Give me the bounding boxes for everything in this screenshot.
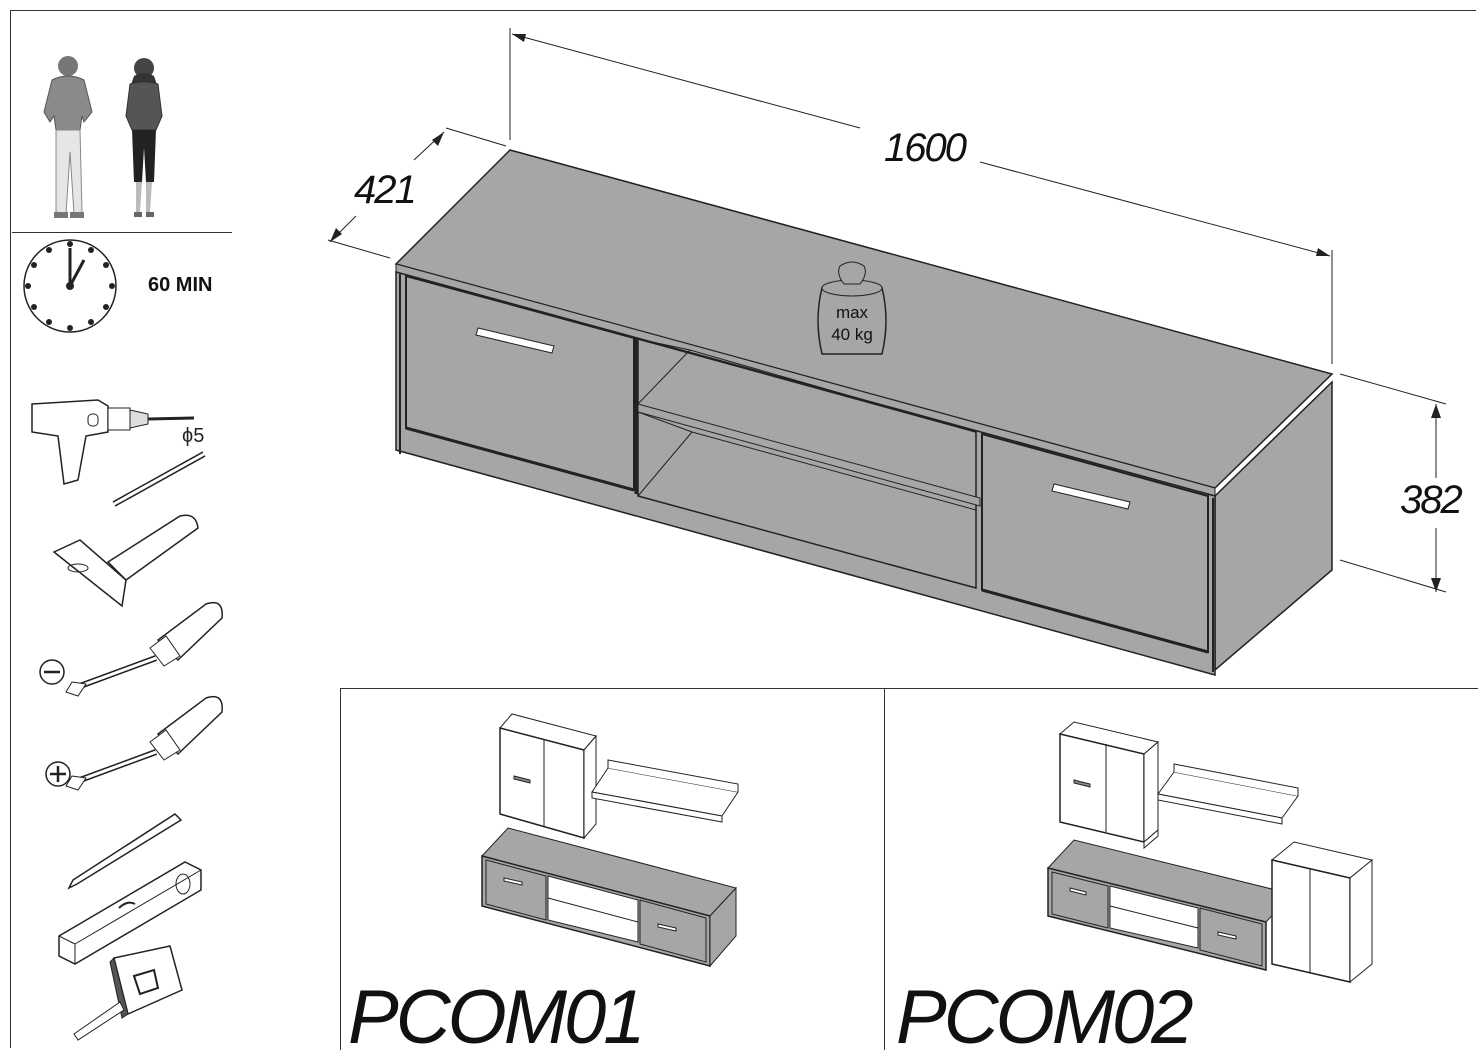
drill-icon: ϕ5 [31, 399, 206, 507]
hammer-icon [52, 514, 199, 608]
pcom02-drawing [1047, 721, 1374, 984]
assembly-time: 60 MIN [148, 274, 213, 296]
weight-value-label: 40 kg [831, 325, 873, 344]
pencil-icon [67, 813, 183, 890]
phillips-screwdriver-icon [45, 695, 223, 791]
config-panel-pcom02 [885, 688, 1478, 1050]
config-code-pcom01: PCOM01 [348, 975, 646, 1060]
drill-bit-label: ϕ5 [182, 425, 204, 447]
weight-icon: max 40 kg [817, 261, 887, 355]
dimension-depth: 421 [354, 168, 417, 212]
tape-measure-icon [73, 945, 183, 1041]
pcom01-drawing [481, 713, 739, 968]
two-persons-icon [43, 56, 163, 218]
dimension-height: 382 [1400, 478, 1463, 522]
config-code-pcom02: PCOM02 [896, 975, 1194, 1060]
dimension-length: 1600 [884, 126, 967, 170]
clock-icon [23, 239, 117, 333]
config-panel-pcom01 [340, 688, 885, 1050]
separator [12, 232, 232, 233]
spirit-level-icon [58, 861, 202, 965]
weight-max-label: max [836, 303, 869, 322]
flat-screwdriver-icon [39, 601, 223, 697]
sheet-frame [10, 10, 1476, 1048]
tv-stand-drawing: max 40 kg [327, 28, 1447, 676]
